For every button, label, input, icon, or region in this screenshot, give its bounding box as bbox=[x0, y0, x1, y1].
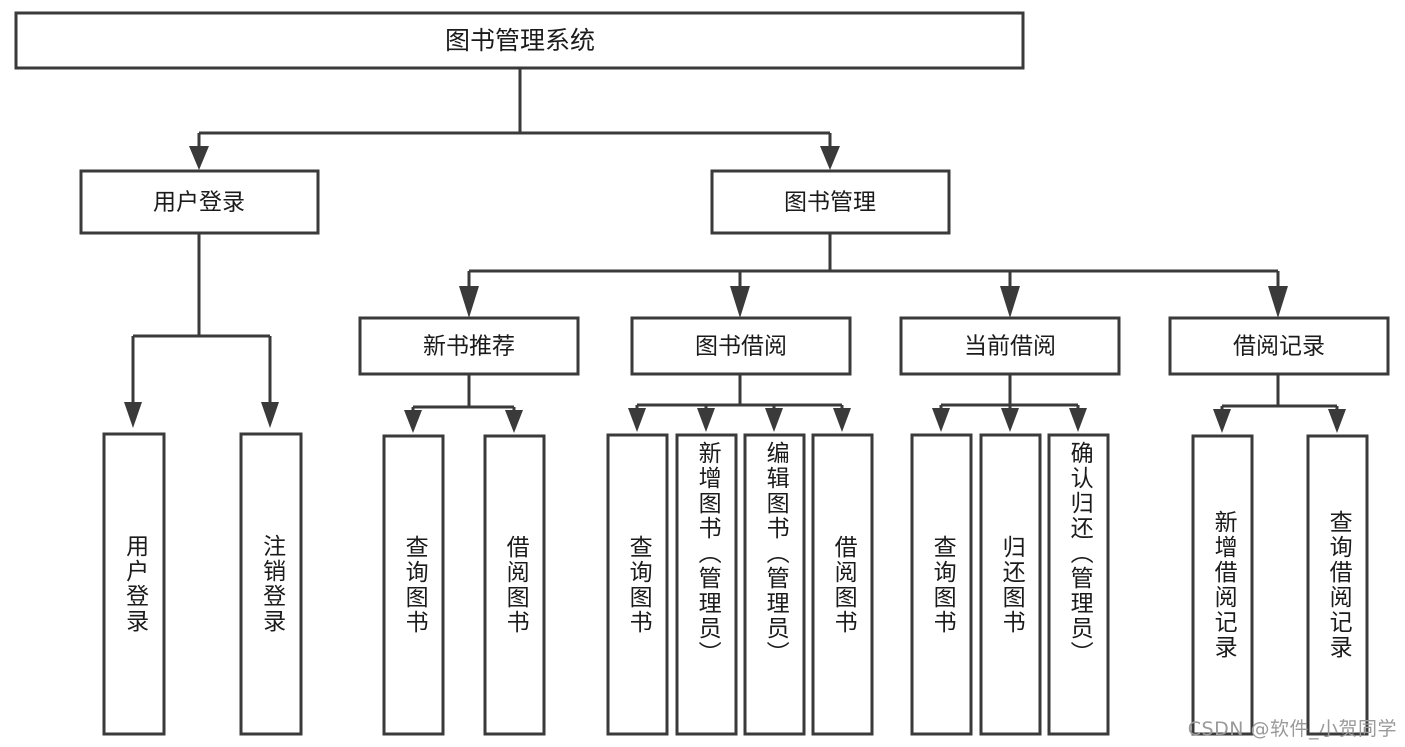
arrow-head-leaf-return-book bbox=[1001, 408, 1019, 432]
arrow-head-leaf-confirm-return bbox=[1069, 408, 1087, 432]
watermark-label: CSDN @软件_小贺同学 bbox=[1187, 718, 1397, 740]
arrow-head-book-borrow bbox=[730, 286, 750, 318]
node-leaf-query-record[interactable] bbox=[1306, 434, 1369, 736]
arrow-head-book-manage bbox=[820, 146, 840, 170]
node-user-login-label: 用户登录 bbox=[153, 190, 245, 216]
arrow-head-leaf-logout bbox=[261, 402, 279, 428]
edges-layer bbox=[124, 68, 1346, 433]
node-book-manage-label: 图书管理 bbox=[784, 190, 876, 216]
node-borrow-record[interactable] bbox=[1168, 316, 1390, 376]
arrow-head-leaf-query-book-2 bbox=[628, 408, 646, 432]
arrow-head-leaf-add-book bbox=[697, 408, 715, 432]
arrow-head-leaf-borrow-book-1 bbox=[505, 410, 523, 433]
node-leaf-add-book[interactable] bbox=[675, 433, 738, 736]
nodes-layer: 图书管理系统 用户登录 图书管理 新书推荐 图书借阅 当前借阅 借阅记录 bbox=[14, 11, 1390, 736]
node-new-book-recommend[interactable] bbox=[358, 316, 580, 376]
node-leaf-add-record[interactable] bbox=[1191, 434, 1254, 736]
arrow-head-new-book-recommend bbox=[459, 286, 479, 318]
node-leaf-borrow-book-1[interactable] bbox=[483, 434, 546, 736]
node-leaf-borrow-book-2[interactable] bbox=[811, 433, 874, 736]
arrow-head-borrow-record bbox=[1268, 286, 1288, 318]
arrow-head-leaf-edit-book bbox=[765, 408, 783, 432]
arrow-head-user-login bbox=[189, 146, 209, 170]
arrow-head-leaf-query-record bbox=[1328, 409, 1346, 433]
node-root-label: 图书管理系统 bbox=[445, 26, 595, 55]
arrow-head-leaf-query-book-3 bbox=[932, 408, 950, 432]
node-leaf-edit-book[interactable] bbox=[743, 433, 806, 736]
node-book-borrow-label: 图书借阅 bbox=[695, 334, 787, 360]
arrow-head-leaf-borrow-book-2 bbox=[833, 408, 851, 432]
node-book-borrow[interactable] bbox=[630, 316, 852, 376]
node-current-borrow[interactable] bbox=[899, 316, 1121, 376]
arrow-head-leaf-query-book-1 bbox=[404, 410, 422, 433]
node-leaf-query-book-1[interactable] bbox=[382, 434, 445, 736]
arrow-head-leaf-user-login bbox=[124, 402, 142, 428]
node-leaf-query-book-2[interactable] bbox=[606, 433, 669, 736]
node-leaf-confirm-return[interactable] bbox=[1047, 433, 1110, 736]
node-leaf-user-login[interactable] bbox=[102, 432, 166, 736]
node-root[interactable] bbox=[14, 11, 1025, 70]
node-leaf-return-book[interactable] bbox=[979, 433, 1042, 736]
node-borrow-record-label: 借阅记录 bbox=[1233, 334, 1325, 360]
node-leaf-query-book-3[interactable] bbox=[910, 433, 973, 736]
arrow-head-current-borrow bbox=[1000, 286, 1020, 318]
node-leaf-logout[interactable] bbox=[239, 432, 303, 736]
node-book-manage[interactable] bbox=[710, 169, 951, 235]
node-user-login[interactable] bbox=[79, 169, 320, 235]
node-new-book-recommend-label: 新书推荐 bbox=[423, 334, 515, 360]
arrow-head-leaf-add-record bbox=[1213, 409, 1231, 433]
node-current-borrow-label: 当前借阅 bbox=[964, 334, 1056, 360]
